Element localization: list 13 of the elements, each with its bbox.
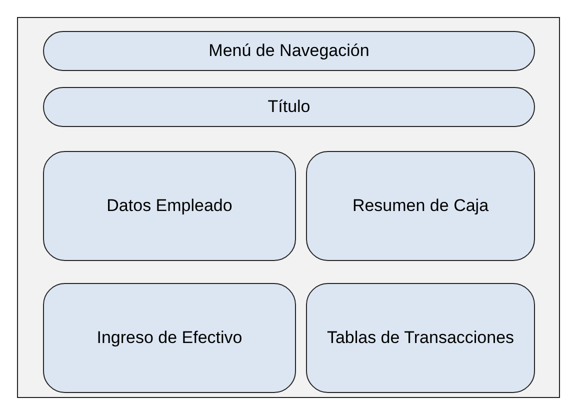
title-bar <box>43 87 535 127</box>
label-text: Título <box>266 96 312 118</box>
content-panel <box>43 151 296 261</box>
content-panel <box>306 283 535 393</box>
navigation-bar <box>43 31 535 71</box>
label-text: Resumen de Caja <box>351 195 490 217</box>
content-panel <box>43 283 296 393</box>
label-text: Menú de Navegación <box>208 40 370 62</box>
content-panel <box>306 151 535 261</box>
page-frame <box>17 17 560 398</box>
label-text: Ingreso de Efectivo <box>96 327 244 349</box>
label-text: Datos Empleado <box>106 195 234 217</box>
label-text: Tablas de Transacciones <box>326 327 516 349</box>
